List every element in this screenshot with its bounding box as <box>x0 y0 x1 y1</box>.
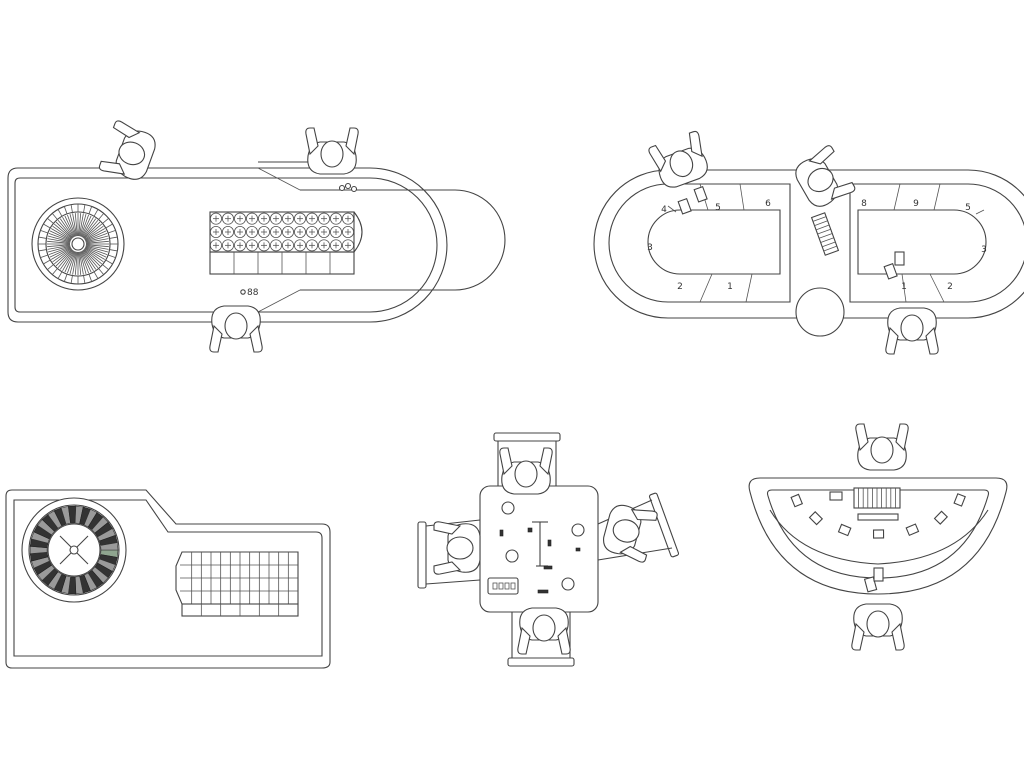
betting-spot <box>872 529 885 539</box>
roulette-long-felt-edge <box>300 189 506 291</box>
playing-card <box>883 262 898 280</box>
player-figure <box>599 499 659 564</box>
blackjack-table <box>748 423 1008 651</box>
chair <box>493 432 561 486</box>
chip-rack <box>853 487 901 521</box>
baccarat-number: 6 <box>765 199 771 209</box>
chip-cups <box>501 501 585 591</box>
betting-spot <box>790 493 804 508</box>
baccarat-number: 3 <box>647 243 653 253</box>
roulette-wheel-large-pockets <box>38 204 118 284</box>
baccarat-number: 2 <box>677 282 683 292</box>
roulette-long-inner-rim <box>14 177 438 313</box>
roulette-wheel-small <box>21 497 127 603</box>
table-center-marks <box>499 521 581 594</box>
baccarat-number: 8 <box>861 199 867 209</box>
roulette-small-layout-grid <box>175 551 299 617</box>
baccarat-number: 1 <box>901 282 907 292</box>
playing-card <box>894 251 905 266</box>
dealer-figure <box>305 127 359 175</box>
discard-tray <box>829 491 843 501</box>
chair <box>417 519 481 589</box>
dice-marks: 88 <box>240 288 259 298</box>
playing-card <box>693 185 708 203</box>
player-figure <box>851 603 905 651</box>
roulette-table-long: 88 <box>7 119 506 353</box>
baccarat-outer-rim <box>593 169 1024 319</box>
baccarat-table: 1 2 3 4 5 6 8 9 5 3 2 1 <box>593 129 1024 355</box>
card-shoe <box>810 212 840 256</box>
player-figure <box>499 447 553 495</box>
roulette-wheel-large <box>31 197 125 291</box>
player-figure <box>433 521 481 575</box>
baccarat-number: 4 <box>661 205 667 215</box>
betting-spot <box>808 511 824 526</box>
playing-card <box>677 197 692 215</box>
chair <box>507 612 575 667</box>
baccarat-number: 5 <box>965 203 971 213</box>
betting-spot <box>933 510 949 525</box>
dice-label: 88 <box>247 288 259 298</box>
card-table-square <box>417 432 680 667</box>
baccarat-number: 1 <box>727 282 733 292</box>
roulette-table-small <box>5 489 331 669</box>
betting-spot <box>905 523 920 537</box>
player-figure <box>885 307 939 355</box>
player-figure <box>209 305 263 353</box>
player-figure <box>517 607 571 655</box>
baccarat-number: 2 <box>947 282 953 292</box>
betting-spot <box>953 493 966 507</box>
wheel-turret <box>59 535 89 565</box>
baccarat-number: 9 <box>913 199 919 209</box>
baccarat-number: 5 <box>715 203 721 213</box>
betting-spot <box>837 523 852 537</box>
roulette-layout-grid <box>209 211 363 275</box>
chip-stack <box>338 182 358 193</box>
baccarat-number: 3 <box>981 245 987 255</box>
dealer-figure <box>855 423 909 471</box>
dealer-well <box>795 287 845 337</box>
playing-card <box>873 567 884 582</box>
